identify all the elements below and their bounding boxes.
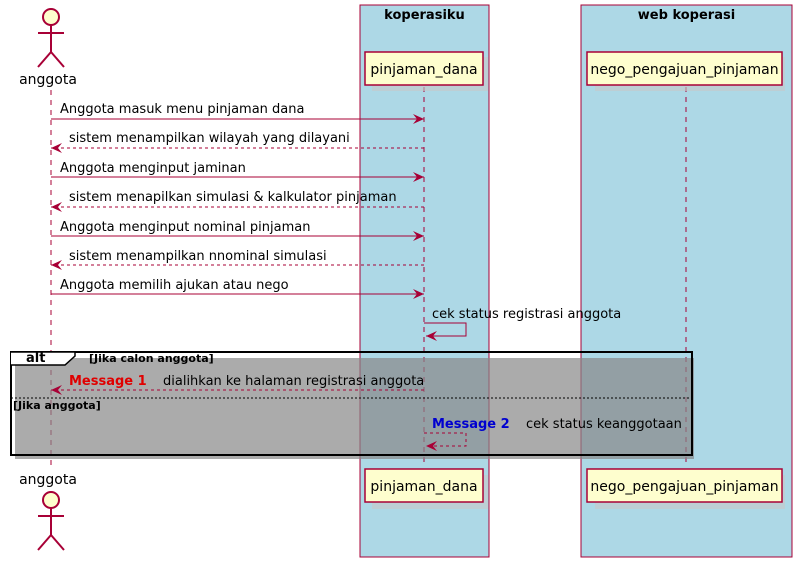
message-1-label: Anggota masuk menu pinjaman dana	[60, 102, 304, 117]
actor-anggota-top-label: anggota	[19, 72, 77, 88]
box-web-koperasi-title: web koperasi	[638, 8, 735, 23]
message-2-label: sistem menampilkan wilayah yang dilayani	[69, 131, 350, 146]
participant-nego-bottom-label: nego_pengajuan_pinjaman	[590, 479, 778, 495]
message-5-label: Anggota menginput nominal pinjaman	[60, 220, 310, 235]
actor-anggota-bottom	[37, 491, 65, 551]
message-3: Anggota menginput jaminan	[51, 161, 424, 182]
alt-message-2-tag: Message 2	[432, 417, 510, 432]
alt-message-1: Message 1 dialihkan ke halaman registras…	[51, 374, 424, 395]
message-7: Anggota memilih ajukan atau nego	[51, 278, 424, 299]
alt-guard-1: [Jika calon anggota]	[89, 352, 214, 365]
participant-pinjaman-dana-bottom: pinjaman_dana	[364, 468, 488, 509]
message-2: sistem menampilkan wilayah yang dilayani	[51, 131, 424, 153]
actor-anggota-top	[37, 8, 65, 68]
participant-nego-bottom: nego_pengajuan_pinjaman	[586, 468, 785, 509]
message-4: sistem menapilkan simulasi & kalkulator …	[51, 190, 424, 212]
alt-message-1-label: dialihkan ke halaman registrasi anggota	[163, 374, 424, 389]
participant-pinjaman-dana-top-label: pinjaman_dana	[370, 62, 477, 78]
message-4-label: sistem menapilkan simulasi & kalkulator …	[69, 190, 397, 205]
message-3-label: Anggota menginput jaminan	[60, 161, 246, 176]
participant-pinjaman-dana-bottom-label: pinjaman_dana	[370, 479, 477, 495]
alt-message-2-label: cek status keanggotaan	[526, 417, 682, 432]
message-7-label: Anggota memilih ajukan atau nego	[60, 278, 289, 293]
message-8-label: cek status registrasi anggota	[432, 307, 621, 322]
box-koperasiku-title: koperasiku	[384, 8, 465, 23]
message-6: sistem menampilkan nnominal simulasi	[51, 249, 424, 270]
message-5: Anggota menginput nominal pinjaman	[51, 220, 424, 241]
message-6-label: sistem menampilkan nnominal simulasi	[69, 249, 327, 264]
participant-pinjaman-dana-top: pinjaman_dana	[364, 51, 488, 91]
participant-nego-top-label: nego_pengajuan_pinjaman	[590, 62, 778, 78]
message-8-self: cek status registrasi anggota	[424, 307, 621, 341]
alt-guard-2: [Jika anggota]	[13, 399, 101, 412]
message-1: Anggota masuk menu pinjaman dana	[51, 102, 424, 124]
alt-message-2-self: Message 2 cek status keanggotaan	[424, 417, 682, 451]
participant-nego-top: nego_pengajuan_pinjaman	[586, 51, 785, 91]
alt-keyword: alt	[26, 351, 45, 366]
actor-anggota-bottom-label: anggota	[19, 472, 77, 488]
alt-message-1-tag: Message 1	[69, 374, 147, 389]
alt-fragment: alt [Jika calon anggota] [Jika anggota]	[10, 351, 694, 459]
